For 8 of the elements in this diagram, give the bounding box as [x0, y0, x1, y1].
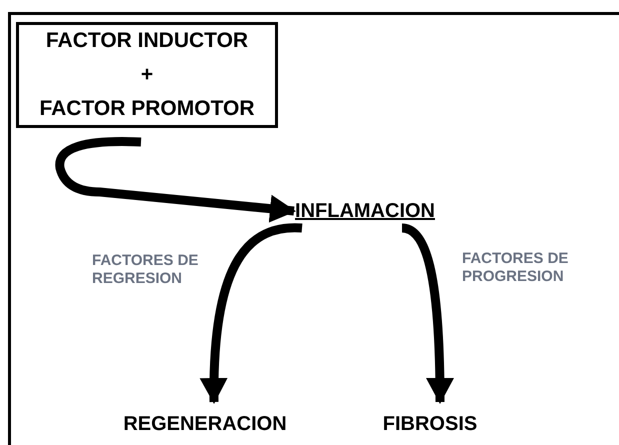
curved-arrow [55, 137, 296, 223]
edge-label: FACTORES DE REGRESION [92, 252, 200, 288]
outcome-label: INFLAMACION [298, 198, 432, 224]
factor-box: FACTOR INDUCTOR + FACTOR PROMOTOR [16, 22, 278, 128]
outcome-label: FIBROSIS [370, 408, 490, 440]
edge-label: FACTORES DE PROGRESION [462, 250, 570, 286]
outcome-label: REGENERACION [108, 408, 302, 440]
curved-arrow [200, 223, 302, 404]
